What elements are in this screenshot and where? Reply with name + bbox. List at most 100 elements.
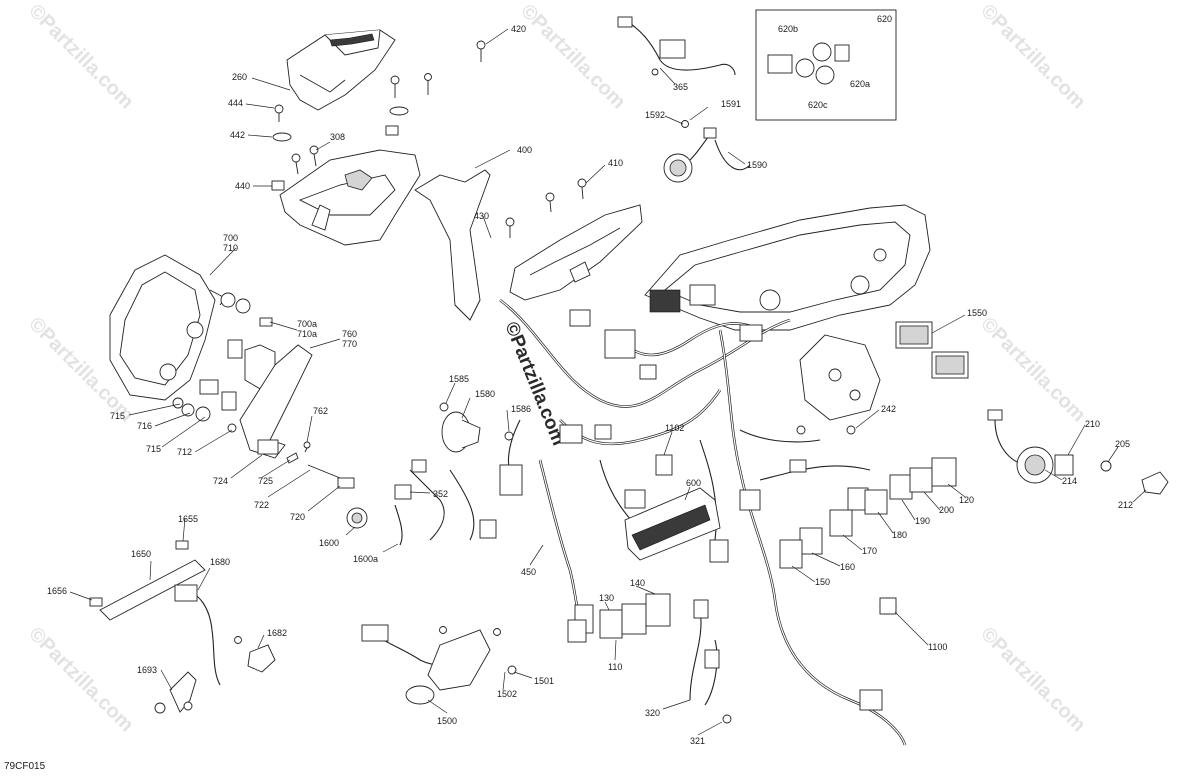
callout-450: 450 bbox=[521, 567, 536, 577]
screws-top bbox=[272, 40, 587, 238]
callout-410: 410 bbox=[608, 158, 623, 168]
harness-365 bbox=[617, 16, 736, 76]
callout-710: 710 bbox=[223, 243, 238, 253]
harness-352 bbox=[394, 459, 445, 546]
callout-400: 400 bbox=[517, 145, 532, 155]
bracket-400 bbox=[414, 169, 491, 321]
callout-700: 700 bbox=[223, 233, 238, 243]
callout-1100: 1100 bbox=[928, 642, 947, 652]
callout-200: 200 bbox=[939, 505, 954, 515]
callout-130: 130 bbox=[599, 593, 614, 603]
callout-1585: 1585 bbox=[449, 374, 469, 384]
callout-1502: 1502 bbox=[497, 689, 517, 699]
callout-770: 770 bbox=[342, 339, 357, 349]
connectors-120-200 bbox=[779, 457, 957, 569]
watermark-bottom-left: ©Partzilla.com bbox=[24, 623, 137, 736]
watermark-center: ©Partzilla.com bbox=[500, 319, 569, 449]
diagram-code: 79CF015 bbox=[4, 761, 46, 772]
watermark-top-left: ©Partzilla.com bbox=[24, 0, 137, 113]
watermark-top-center: ©Partzilla.com bbox=[516, 0, 629, 113]
kit-box-620 bbox=[755, 9, 897, 121]
callout-150: 150 bbox=[815, 577, 830, 587]
harness-320 bbox=[689, 599, 732, 724]
callout-1656: 1656 bbox=[47, 586, 67, 596]
instrument-cluster-600 bbox=[624, 487, 721, 561]
callout-190: 190 bbox=[915, 516, 930, 526]
callout-365: 365 bbox=[673, 82, 688, 92]
bracket-242 bbox=[796, 334, 881, 435]
callout-720: 720 bbox=[290, 512, 305, 522]
callout-712: 712 bbox=[177, 447, 192, 457]
headlight-700 bbox=[109, 254, 226, 401]
callout-205: 205 bbox=[1115, 439, 1130, 449]
leader-lines bbox=[69, 28, 1147, 736]
tube-1650 bbox=[89, 540, 206, 621]
watermark-top-right: ©Partzilla.com bbox=[976, 0, 1089, 113]
callout-725: 725 bbox=[258, 476, 273, 486]
callout-440: 440 bbox=[235, 181, 250, 191]
callout-1680: 1680 bbox=[210, 557, 230, 567]
callout-180: 180 bbox=[892, 530, 907, 540]
callout-762: 762 bbox=[313, 406, 328, 416]
callout-212: 212 bbox=[1118, 500, 1133, 510]
callouts: 260 444 442 440 308 400 410 420 430 365 … bbox=[47, 14, 1133, 746]
callout-715-lower: 715 bbox=[146, 444, 161, 454]
callout-1655: 1655 bbox=[178, 514, 198, 524]
callout-620c: 620c bbox=[808, 100, 828, 110]
callout-710a: 710a bbox=[297, 329, 317, 339]
callout-242: 242 bbox=[881, 404, 896, 414]
callout-724: 724 bbox=[213, 476, 228, 486]
callout-1682: 1682 bbox=[267, 628, 287, 638]
callout-320: 320 bbox=[645, 708, 660, 718]
bracket-410 bbox=[509, 204, 643, 301]
watermark-mid-right: ©Partzilla.com bbox=[976, 313, 1089, 426]
callout-1590: 1590 bbox=[747, 160, 767, 170]
sensor-1590 bbox=[663, 120, 751, 183]
callout-430: 430 bbox=[474, 211, 489, 221]
tray-440-assembly bbox=[271, 125, 421, 246]
callout-716: 716 bbox=[137, 421, 152, 431]
callout-715-upper: 715 bbox=[110, 411, 125, 421]
callout-120: 120 bbox=[959, 495, 974, 505]
harness-connectors bbox=[479, 284, 883, 711]
callout-321: 321 bbox=[690, 736, 705, 746]
watermark-bottom-right: ©Partzilla.com bbox=[976, 623, 1089, 736]
callout-352: 352 bbox=[433, 489, 448, 499]
callout-620b: 620b bbox=[778, 24, 798, 34]
harness-1500 bbox=[361, 624, 517, 705]
callout-210: 210 bbox=[1085, 419, 1100, 429]
horn-1580 bbox=[439, 402, 514, 453]
callout-722: 722 bbox=[254, 500, 269, 510]
callout-140: 140 bbox=[630, 578, 645, 588]
callout-600: 600 bbox=[686, 478, 701, 488]
callout-110: 110 bbox=[608, 662, 622, 672]
switch-1102 bbox=[655, 454, 673, 476]
callout-308: 308 bbox=[330, 132, 345, 142]
switch-1100 bbox=[879, 597, 897, 615]
callout-1580: 1580 bbox=[475, 389, 495, 399]
bracket-1693 bbox=[154, 671, 197, 714]
sensor-210-214 bbox=[987, 409, 1169, 495]
callout-160: 160 bbox=[840, 562, 855, 572]
connectors-110-140 bbox=[567, 593, 671, 643]
switch-1600 bbox=[346, 507, 368, 529]
callout-442: 442 bbox=[230, 130, 245, 140]
callout-620: 620 bbox=[877, 14, 892, 24]
callout-1592: 1592 bbox=[645, 110, 665, 120]
callout-1591: 1591 bbox=[721, 99, 741, 109]
callout-170: 170 bbox=[862, 546, 877, 556]
callout-1650: 1650 bbox=[131, 549, 151, 559]
callout-1586: 1586 bbox=[511, 404, 531, 414]
callout-1600: 1600 bbox=[319, 538, 339, 548]
sensor-1680 bbox=[174, 584, 276, 686]
bracket-760 bbox=[239, 344, 355, 489]
callout-420: 420 bbox=[511, 24, 526, 34]
callout-760: 760 bbox=[342, 329, 357, 339]
callout-260: 260 bbox=[232, 72, 247, 82]
callout-700a: 700a bbox=[297, 319, 317, 329]
callout-444: 444 bbox=[228, 98, 243, 108]
callout-1501: 1501 bbox=[534, 676, 554, 686]
callout-1500: 1500 bbox=[437, 716, 457, 726]
callout-1600a: 1600a bbox=[353, 554, 378, 564]
